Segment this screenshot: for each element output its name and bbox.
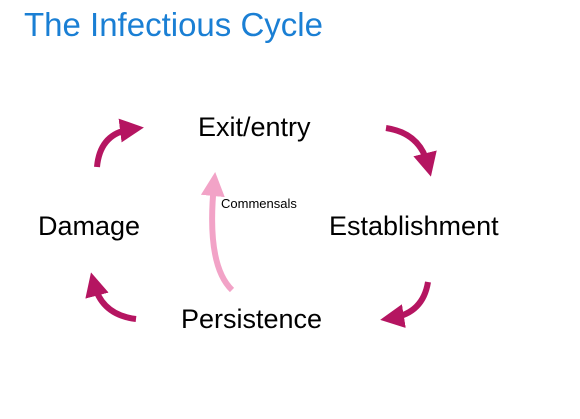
stage-establishment: Establishment xyxy=(329,211,499,241)
commensals-label: Commensals xyxy=(221,196,297,211)
stage-exit-entry: Exit/entry xyxy=(198,112,311,142)
arrow-establishment-to-persistence xyxy=(380,281,431,328)
arrow-persistence-to-damage xyxy=(85,272,137,322)
stage-damage: Damage xyxy=(38,211,141,241)
arrow-commensals xyxy=(200,172,235,293)
arrow-exit-to-establishment xyxy=(385,125,437,177)
page-title: The Infectious Cycle xyxy=(24,6,323,43)
stage-persistence: Persistence xyxy=(181,304,323,334)
arrow-damage-to-exit xyxy=(94,118,144,168)
